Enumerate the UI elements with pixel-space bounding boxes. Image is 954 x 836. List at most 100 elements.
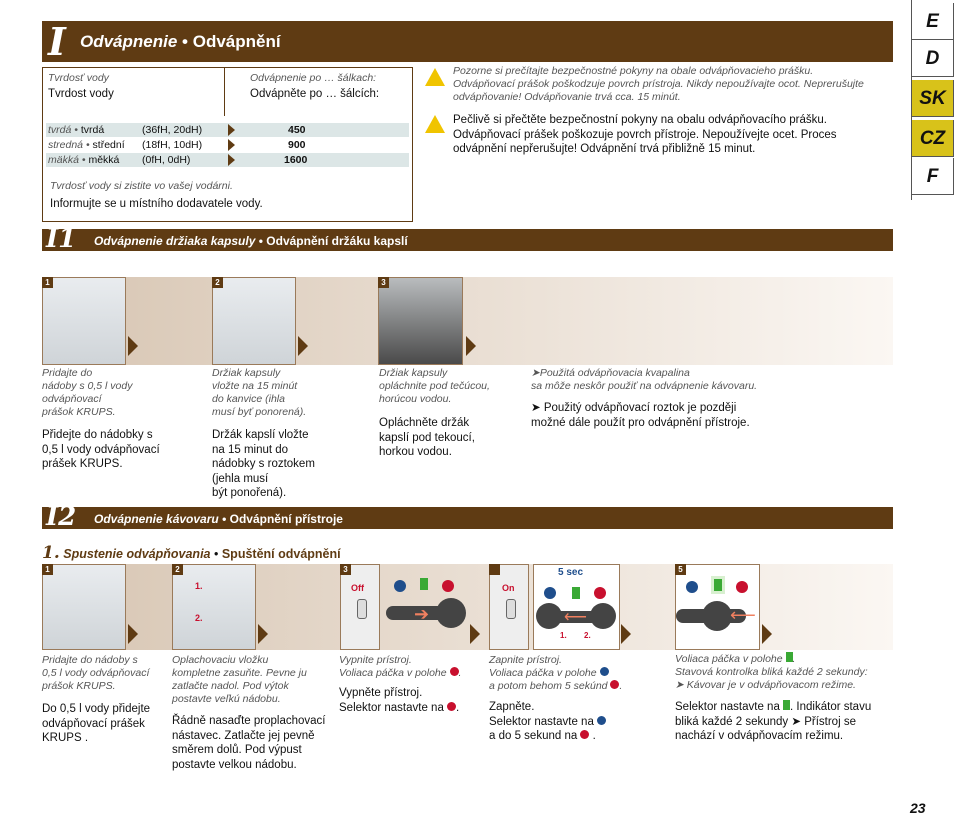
- off-label: Off: [351, 583, 364, 593]
- arrow-icon: [298, 336, 308, 356]
- row-range: (36fH, 20dH): [142, 124, 202, 137]
- arrow-icon: [470, 624, 480, 644]
- green-indicator-icon: [783, 700, 790, 710]
- arrow-icon: [128, 336, 138, 356]
- step3-text-sk: Vypnite prístroj. Voliaca páčka v polohe…: [339, 654, 461, 680]
- line: nachází v odvápňovacím režimu.: [675, 729, 871, 744]
- red-dot-icon: [580, 730, 589, 739]
- section-i1-header: I1 Odvápnenie držiaka kapsuly • Odvápněn…: [42, 229, 893, 251]
- blue-dot-icon: [600, 667, 609, 676]
- step-number: 1: [42, 564, 53, 575]
- step-number: [489, 564, 500, 575]
- row-sk: tvrdá: [48, 124, 71, 136]
- line: Vypněte přístroj.: [339, 686, 459, 701]
- red-dot-icon: [447, 702, 456, 711]
- bullet: •: [182, 32, 193, 51]
- step-text-cz: Přidejte do nádobky s 0,5 l vody odvápňo…: [42, 428, 160, 472]
- arrow-icon: [128, 624, 138, 644]
- row-cz: tvrdá: [81, 124, 104, 136]
- power-switch-icon: [357, 599, 367, 619]
- sub-title-cz: Spuštění odvápnění: [222, 547, 341, 561]
- arrow-right-icon: ➔: [414, 604, 429, 625]
- row-cups: 450: [288, 124, 306, 137]
- arrow-icon: [228, 139, 235, 151]
- section-letter: I1: [46, 224, 76, 254]
- hardness-label-sk: Tvrdosť vody: [48, 72, 109, 85]
- arrow-icon: ➤: [675, 679, 687, 691]
- line: Přístroj se: [804, 716, 856, 728]
- lang-tab-f[interactable]: F: [911, 158, 954, 195]
- warning-icon: [425, 115, 445, 133]
- step-photo-rinse-insert: 1. 2.: [172, 564, 256, 650]
- step-photo-capsule-holder: [212, 277, 296, 365]
- step-photo-pitcher: [42, 564, 126, 650]
- arrow-icon: [258, 624, 268, 644]
- arrow-icon: ➤: [531, 402, 544, 414]
- sub-title-sk: Spustenie odvápňovania: [63, 547, 210, 561]
- final-text-sk: Použitá odvápňovacia kvapalina sa môže n…: [531, 367, 757, 392]
- blue-dot-icon: [544, 587, 556, 599]
- line: Selektor nastavte na: [339, 702, 444, 714]
- arrow-icon: [228, 154, 235, 166]
- selector-knob-icon: [702, 601, 732, 631]
- step4-text-cz: Zapněte. Selektor nastavte na a do 5 sek…: [489, 700, 606, 744]
- sub-number: 1.: [42, 543, 60, 563]
- green-indicator-icon: [572, 587, 580, 599]
- step-text-sk: Držiak kapsuly opláchnite pod tečúcou, h…: [379, 367, 490, 406]
- step-one-label: 1.: [195, 581, 203, 591]
- power-switch-icon: [506, 599, 516, 619]
- step-text-cz: Do 0,5 l vody přidejte odvápňovací práše…: [42, 702, 150, 746]
- arrow-icon: ➤: [531, 367, 540, 379]
- selector-diagram: ➔: [384, 564, 470, 650]
- lang-tab-cz[interactable]: CZ: [911, 120, 954, 157]
- selector-knob-icon: [590, 603, 616, 629]
- red-dot-icon: [594, 587, 606, 599]
- section-title-sk: Odvápnenie kávovaru: [94, 512, 219, 526]
- warning-sk: Pozorne si prečítajte bezpečnostné pokyn…: [453, 65, 873, 104]
- final-text-cz: Použitý odvápňovací roztok je později mo…: [531, 402, 750, 429]
- arrow-icon: [466, 336, 476, 356]
- warning-cz: Pečlivě si přečtěte bezpečnostní pokyny …: [453, 113, 873, 157]
- blue-dot-icon: [597, 716, 606, 725]
- step-two-label: 2.: [584, 631, 591, 640]
- lang-tab-sk[interactable]: SK: [911, 80, 954, 117]
- step5-text-cz: Selektor nastavte na . Indikátor stavu b…: [675, 700, 871, 744]
- lang-tab-d[interactable]: D: [911, 40, 954, 77]
- section-title-cz: Odvápnění: [193, 32, 281, 51]
- section-title-cz: Odvápnění přístroje: [230, 512, 343, 526]
- line: Voliaca páčka v polohe: [489, 667, 597, 679]
- arrow-icon: ➤: [791, 716, 804, 728]
- hardness-row: mäkká • měkká (0fH, 0dH) 1600: [46, 153, 409, 167]
- arrow-icon: [762, 624, 772, 644]
- arrow-left-icon: ⟵: [564, 607, 587, 627]
- step-text-sk: Pridajte do nádoby s 0,5 l vody odvápňov…: [42, 367, 132, 419]
- row-sk: mäkká: [48, 154, 79, 166]
- step4-text-sk: Zapnite prístroj. Voliaca páčka v polohe…: [489, 654, 622, 693]
- step-number: 2: [212, 277, 223, 288]
- hardness-note-cz: Informujte se u místního dodavatele vody…: [50, 197, 263, 212]
- step-one-label: 1.: [560, 631, 567, 640]
- hardness-label-cz: Tvrdost vody: [48, 87, 114, 102]
- step-text-sk: Držiak kapsuly vložte na 15 minút do kan…: [212, 367, 306, 419]
- step-number: 2: [172, 564, 183, 575]
- hardness-note-sk: Tvrdosť vody si zistite vo vašej vodárni…: [50, 180, 233, 193]
- red-dot-icon: [610, 680, 619, 689]
- step-text-cz: Opláchněte držák kapslí pod tekoucí, hor…: [379, 416, 475, 460]
- step-text-cz: Držák kapslí vložte na 15 minut do nádob…: [212, 428, 315, 501]
- line: a potom behom 5 sekúnd: [489, 680, 608, 692]
- power-switch-panel: Off: [340, 564, 380, 650]
- hardness-row: stredná • střední (18fH, 10dH) 900: [46, 138, 409, 152]
- lang-tab-e[interactable]: E: [911, 3, 954, 40]
- step-text-sk: Pridajte do nádoby s 0,5 l vody odvápňov…: [42, 654, 149, 693]
- step-number: 3: [378, 277, 389, 288]
- line: Selektor nastavte na: [675, 701, 780, 713]
- subheading: 1. Spustenie odvápňovania • Spuštění odv…: [42, 543, 341, 563]
- cups-label-cz: Odvápněte po … šálcích:: [250, 87, 379, 102]
- line: . Indikátor stavu: [790, 701, 871, 713]
- line: a do 5 sekund na: [489, 730, 577, 742]
- section-title-sk: Odvápnenie držiaka kapsuly: [94, 234, 255, 248]
- power-switch-panel: On: [489, 564, 529, 650]
- section-i-header: I Odvápnenie • Odvápnění: [42, 21, 893, 62]
- row-range: (0fH, 0dH): [142, 154, 190, 167]
- line: Kávovar je v odvápňovacom režime.: [687, 679, 856, 691]
